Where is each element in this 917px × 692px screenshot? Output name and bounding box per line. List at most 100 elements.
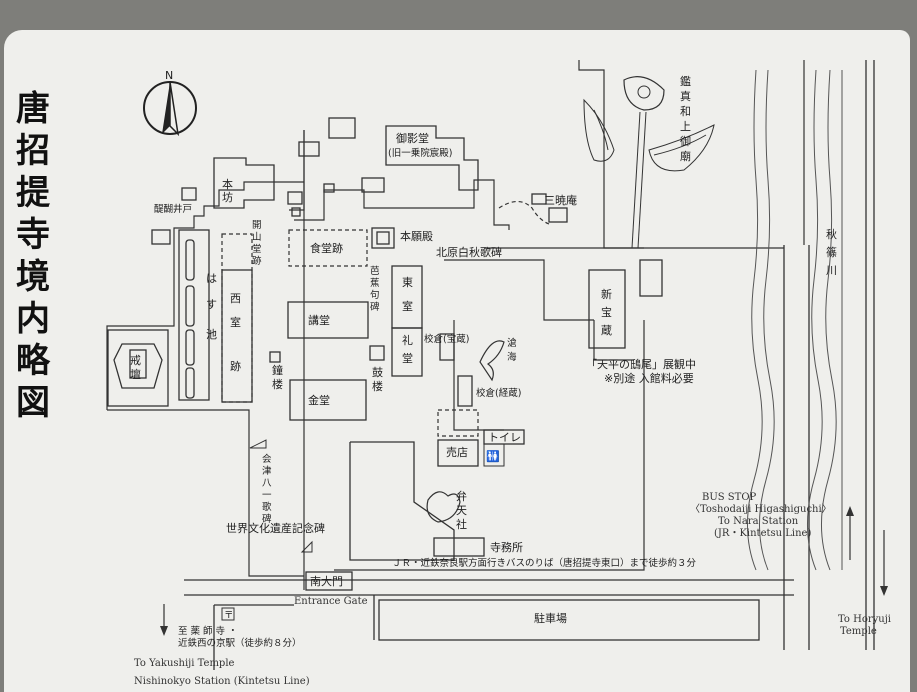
kura1-label: 校倉(宝蔵) [424, 333, 469, 345]
kaidan-label-1: 戒 [130, 354, 141, 367]
kaidan-label-2: 壇 [130, 367, 141, 381]
hasu-label-2: す [206, 298, 217, 311]
north-structures [287, 117, 385, 217]
compass-icon: N [143, 69, 197, 137]
shoro-label-1: 鐘 [272, 363, 283, 377]
aizu-label-1: 会 [262, 453, 272, 465]
ganjin-label-6: 廟 [680, 149, 691, 163]
office-label: 寺務所 [490, 540, 523, 554]
shop-label: 売店 [446, 445, 468, 459]
higashimuro-label-2: 室 [402, 299, 413, 313]
to-nara-label: To Nara Station [718, 516, 799, 527]
office: 寺務所 [433, 537, 523, 557]
toilet: トイレ 🚻 [483, 429, 525, 467]
nandaimon-label: 南大門 [310, 574, 343, 588]
aizu-label-5: 歌 [262, 501, 272, 513]
kondo: 金堂 [289, 379, 367, 421]
sokai-label-1: 滄 [507, 337, 517, 349]
map-board: 唐 招 提 寺 境 内 略 図 N [4, 30, 910, 692]
bus-jp-note: ＪＲ・近鉄奈良駅方面行きバスのりば（唐招提寺東口）まで徒歩約３分 [392, 557, 697, 569]
aizu-label-4: 一 [262, 490, 272, 501]
title-char-6: 内 [16, 299, 50, 339]
kodo: 講堂 [287, 301, 369, 339]
sangyoan: 三暁庵 [498, 193, 577, 225]
nishimuro-label-3: 跡 [230, 359, 241, 373]
miedo-label: 御影堂 [396, 131, 429, 145]
nara-line-label: (JR・Kintetsu Line) [714, 528, 811, 539]
hasu-label-3: 池 [206, 328, 217, 341]
daigo-well-label: 醍醐井戸 [154, 203, 192, 215]
temple-map: 唐 招 提 寺 境 内 略 図 N [16, 60, 891, 687]
basho-label-1: 芭 [370, 265, 380, 277]
sokai-pond: 滄 海 [479, 337, 517, 382]
basho: 芭 蕉 句 碑 [370, 265, 380, 313]
miedo-building: 御影堂 (旧一乗院宸殿) [385, 125, 479, 191]
toilet-icon: 🚻 [486, 450, 500, 463]
kaisando-label-3: 堂 [252, 243, 262, 255]
aizu-stele: 会 津 八 一 歌 碑 [249, 439, 272, 525]
miedo-sub-label: (旧一乗院宸殿) [388, 147, 452, 159]
sokai-label-2: 海 [507, 351, 517, 363]
koro-label-2: 楼 [372, 379, 383, 393]
raido-label-2: 堂 [402, 352, 413, 365]
basho-label-3: 句 [370, 289, 380, 301]
honbo-label-1: 本 [222, 177, 233, 191]
post-office-icon: 〒 [221, 607, 235, 621]
higashimuro: 東 室 礼 堂 [391, 265, 423, 377]
kaidan: 戒 壇 [107, 329, 169, 407]
basho-label-2: 蕉 [370, 277, 380, 289]
shoro-label-2: 楼 [272, 377, 283, 391]
hongando-label: 本願殿 [400, 229, 433, 243]
raido-label-1: 礼 [402, 333, 413, 347]
compass-north-label: N [165, 69, 173, 82]
kodo-label: 講堂 [308, 313, 330, 327]
shinhozo-label-2: 宝 [601, 305, 612, 319]
title-char-1: 唐 [16, 89, 50, 129]
title-char-7: 略 [16, 341, 51, 381]
benten-label-2: 天 [456, 504, 467, 517]
koro: 鼓 楼 [369, 345, 385, 393]
daigo-well: 醍醐井戸 [154, 187, 197, 215]
roads [184, 60, 875, 670]
azekura-1: 校倉(宝蔵) [424, 333, 469, 361]
toilet-label: トイレ [488, 431, 521, 444]
basho-label-4: 碑 [370, 301, 380, 313]
parking: 駐車場 [378, 599, 760, 641]
shinhozo-label-1: 新 [601, 287, 612, 301]
heritage-stele: 世界文化遺産記念碑 [226, 521, 325, 553]
title-char-5: 境 [16, 257, 50, 297]
shinhozo-label-3: 蔵 [601, 324, 612, 337]
bus-stop-label: BUS STOP [702, 492, 757, 503]
aizu-label-6: 碑 [262, 513, 272, 525]
honbo-label-2: 坊 [222, 190, 233, 204]
aizu-label-3: 八 [262, 478, 272, 489]
sangyoan-label: 三暁庵 [544, 193, 577, 207]
river-label-2: 篠 [826, 245, 837, 259]
azekura-2: 校倉(経蔵) [457, 375, 521, 407]
to-horyuji-label: To Horyuji [838, 614, 891, 625]
yakushiji-directions: 至 薬 師 寺 ・ 近鉄西の京駅（徒歩約８分） To Yakushiji Tem… [134, 604, 310, 687]
kaisando-label-4: 跡 [252, 255, 262, 267]
river-label-3: 川 [826, 264, 837, 277]
honbo: 本 坊 [213, 157, 275, 209]
bus-stop-name: 〈Toshodaiji Higashiguchi〉 [690, 503, 832, 515]
benten: 弁 天 社 [426, 489, 467, 531]
nishinokyo-jp-label: 近鉄西の京駅（徒歩約８分） [178, 637, 302, 649]
exhibit-note: 「天平の鴟尾」展観中 [586, 357, 696, 371]
hasu-label-1: は [206, 272, 217, 285]
higashimuro-label-1: 東 [402, 276, 413, 289]
title-char-2: 招 [16, 131, 50, 171]
kitahara-label: 北原白秋歌碑 [436, 245, 502, 259]
bus-stop-info: BUS STOP 〈Toshodaiji Higashiguchi〉 To Na… [690, 492, 832, 539]
benten-label-1: 弁 [456, 489, 467, 503]
shoro: 鐘 楼 [269, 351, 283, 391]
entrance-gate-label: Entrance Gate [294, 596, 368, 607]
shop: 売店 [437, 439, 479, 467]
kura2-label: 校倉(経蔵) [476, 387, 521, 399]
kondo-label: 金堂 [308, 393, 330, 407]
ganjin-label-5: 御 [680, 134, 691, 148]
nandaimon: 南大門 [305, 571, 353, 591]
lotus-ponds: は す 池 [178, 229, 217, 401]
heritage-label-1: 世界文化遺産記念碑 [226, 521, 325, 535]
ganjin-label-1: 鑑 [680, 74, 691, 88]
